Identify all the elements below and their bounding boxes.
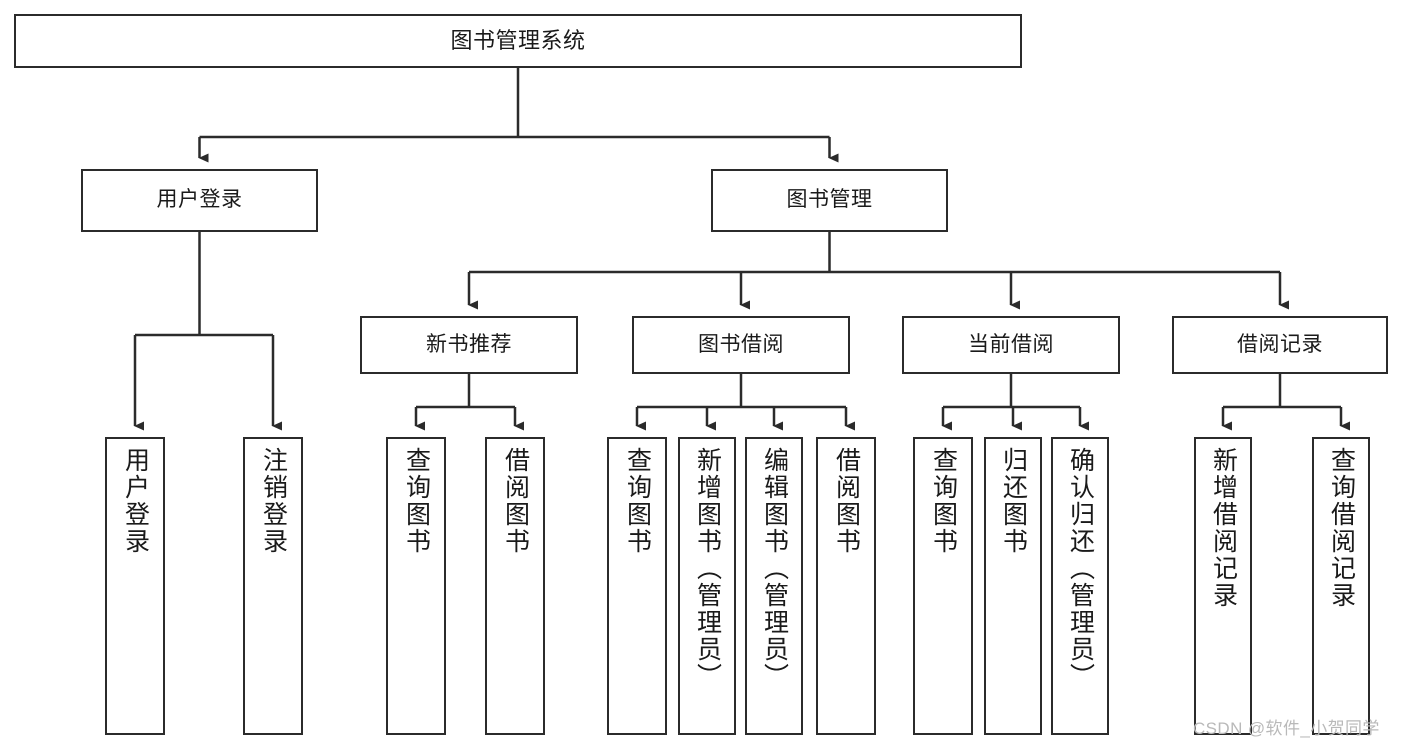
node-level3-2[interactable]: 当前借阅 bbox=[902, 316, 1120, 374]
node-leaf-7[interactable]: 借阅图书 bbox=[816, 437, 876, 735]
node-leaf-11[interactable]: 新增借阅记录 bbox=[1194, 437, 1252, 735]
node-root[interactable]: 图书管理系统 bbox=[14, 14, 1022, 68]
node-label: 借阅记录 bbox=[1237, 332, 1323, 356]
node-label: 查询图书 bbox=[402, 447, 431, 555]
node-leaf-4[interactable]: 查询图书 bbox=[607, 437, 667, 735]
node-leaf-10[interactable]: 确认归还（管理员） bbox=[1051, 437, 1109, 735]
node-level3-3[interactable]: 借阅记录 bbox=[1172, 316, 1388, 374]
node-leaf-2[interactable]: 查询图书 bbox=[386, 437, 446, 735]
node-label: 新增借阅记录 bbox=[1209, 447, 1238, 609]
node-label: 用户登录 bbox=[121, 447, 150, 555]
node-label: 新书推荐 bbox=[426, 332, 512, 356]
node-label: 图书管理系统 bbox=[450, 28, 586, 54]
node-leaf-6[interactable]: 编辑图书（管理员） bbox=[745, 437, 803, 735]
node-label: 当前借阅 bbox=[968, 332, 1054, 356]
node-leaf-9[interactable]: 归还图书 bbox=[984, 437, 1042, 735]
node-label: 归还图书 bbox=[999, 447, 1028, 555]
node-label: 新增图书（管理员） bbox=[693, 447, 722, 690]
node-label: 注销登录 bbox=[259, 447, 288, 555]
node-label: 查询借阅记录 bbox=[1327, 447, 1356, 609]
node-label: 确认归还（管理员） bbox=[1066, 447, 1095, 690]
node-leaf-1[interactable]: 注销登录 bbox=[243, 437, 303, 735]
node-label: 用户登录 bbox=[156, 188, 243, 212]
node-label: 图书管理 bbox=[786, 188, 873, 212]
node-label: 查询图书 bbox=[929, 447, 958, 555]
node-level3-0[interactable]: 新书推荐 bbox=[360, 316, 578, 374]
node-leaf-8[interactable]: 查询图书 bbox=[913, 437, 973, 735]
node-label: 查询图书 bbox=[623, 447, 652, 555]
csdn-watermark: CSDN @软件_小贺同学 bbox=[1193, 719, 1380, 738]
node-leaf-12[interactable]: 查询借阅记录 bbox=[1312, 437, 1370, 735]
node-label: 借阅图书 bbox=[501, 447, 530, 555]
node-level3-1[interactable]: 图书借阅 bbox=[632, 316, 850, 374]
node-label: 图书借阅 bbox=[698, 332, 784, 356]
node-leaf-3[interactable]: 借阅图书 bbox=[485, 437, 545, 735]
node-leaf-5[interactable]: 新增图书（管理员） bbox=[678, 437, 736, 735]
node-level2-1[interactable]: 图书管理 bbox=[711, 169, 948, 232]
node-leaf-0[interactable]: 用户登录 bbox=[105, 437, 165, 735]
node-label: 借阅图书 bbox=[832, 447, 861, 555]
node-level2-0[interactable]: 用户登录 bbox=[81, 169, 318, 232]
node-label: 编辑图书（管理员） bbox=[760, 447, 789, 690]
